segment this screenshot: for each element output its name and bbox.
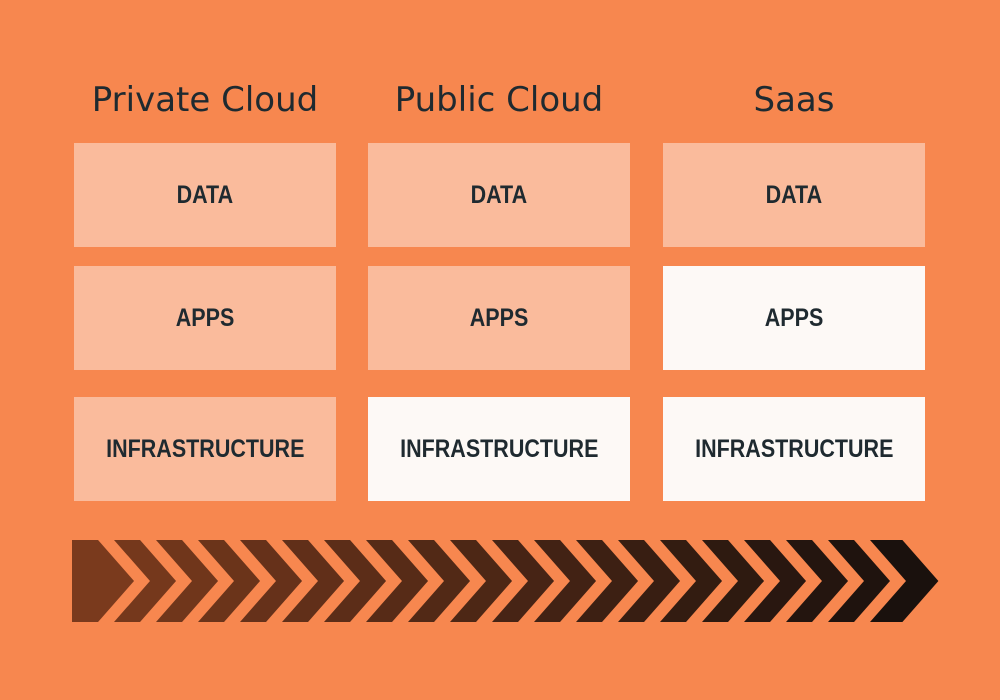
column-title-private-cloud: Private Cloud [91, 80, 319, 120]
layer-label: INFRASTRUCTURE [399, 434, 599, 463]
chevron-segment [72, 540, 135, 622]
chevron-segment [114, 540, 177, 622]
layer-label: INFRASTRUCTURE [694, 434, 894, 463]
chevron-segment [744, 540, 807, 622]
layer-label: APPS [175, 303, 235, 332]
layer-label: INFRASTRUCTURE [105, 434, 305, 463]
chevron-segment [282, 540, 345, 622]
chevron-segment [240, 540, 303, 622]
chevron-segment [618, 540, 681, 622]
layer-label: APPS [469, 303, 529, 332]
public-cloud-data-layer: DATA [368, 143, 630, 247]
layer-label: APPS [764, 303, 824, 332]
public-cloud-infrastructure-layer: INFRASTRUCTURE [368, 397, 630, 501]
chevron-segment [786, 540, 849, 622]
chevron-segment [828, 540, 891, 622]
chevron-segment [702, 540, 765, 622]
saas-data-layer: DATA [663, 143, 925, 247]
column-title-saas: Saas [753, 80, 835, 120]
layer-label: DATA [765, 180, 823, 209]
chevron-segment [534, 540, 597, 622]
chevron-segment [492, 540, 555, 622]
saas-infrastructure-layer: INFRASTRUCTURE [663, 397, 925, 501]
chevron-segment [576, 540, 639, 622]
saas-apps-layer: APPS [663, 266, 925, 370]
chevron-segment [660, 540, 723, 622]
chevron-segment [450, 540, 513, 622]
column-title-public-cloud: Public Cloud [394, 80, 604, 120]
private-cloud-apps-layer: APPS [74, 266, 336, 370]
layer-label: DATA [176, 180, 234, 209]
chevron-segment [156, 540, 219, 622]
chevron-segment [870, 540, 939, 622]
chevron-segment [324, 540, 387, 622]
layer-label: DATA [470, 180, 528, 209]
private-cloud-data-layer: DATA [74, 143, 336, 247]
public-cloud-apps-layer: APPS [368, 266, 630, 370]
chevron-segment [198, 540, 261, 622]
private-cloud-infrastructure-layer: INFRASTRUCTURE [74, 397, 336, 501]
chevron-segment [408, 540, 471, 622]
chevron-segment [366, 540, 429, 622]
